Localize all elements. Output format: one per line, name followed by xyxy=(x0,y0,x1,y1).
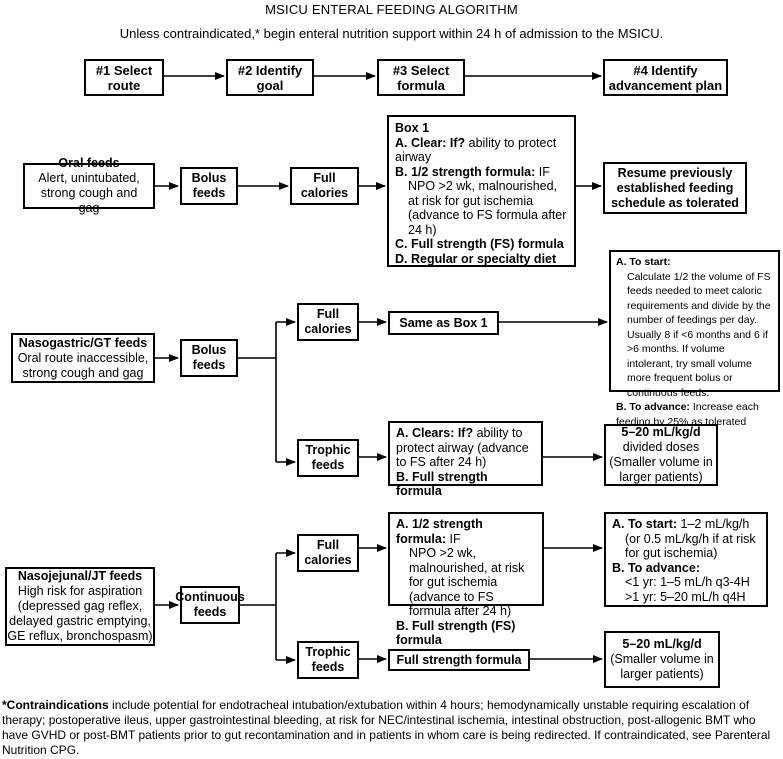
nj-full-a-if: IF xyxy=(449,531,461,546)
nj-advance-a-text1: 1–2 mL/kg/h xyxy=(680,517,750,531)
step-select-route: #1 Select route xyxy=(84,59,164,96)
ng-trophic-a-bold: A. Clears: If? xyxy=(396,426,474,440)
nj-trophic-rate-box: 5–20 mL/kg/d (Smaller volume in larger p… xyxy=(604,631,720,688)
nj-full-a-bold: A. 1/2 strength formula: xyxy=(396,517,483,546)
step-line: #1 Select xyxy=(95,62,153,78)
box1-b-bold: B. 1/2 strength formula: xyxy=(395,164,536,179)
resume-feeding-box: Resume previously established feeding sc… xyxy=(603,162,747,214)
step-line: advancement plan xyxy=(608,77,723,93)
box1-item-a: A. Clear: If? ability to protect airway xyxy=(395,136,568,165)
step-line: goal xyxy=(256,77,284,93)
box1-b-text: NPO >2 wk, malnourished, at risk for gut… xyxy=(408,179,567,237)
ng-trophic-rate-text: divided doses (Smaller volume in larger … xyxy=(609,440,713,484)
ng-advancement-box: A. To start: Calculate 1/2 the volume of … xyxy=(609,250,780,428)
page-subtitle: Unless contraindicated,* begin enteral n… xyxy=(119,26,664,41)
step-line: #4 Identify xyxy=(633,62,698,78)
footnote-bold: *Contraindications xyxy=(2,698,109,712)
ng-advance-a-text: Calculate 1/2 the volume of FS feeds nee… xyxy=(627,270,771,399)
nj-full-calories-box: Full calories xyxy=(297,534,359,572)
page-title: MSICU ENTERAL FEEDING ALGORITHM xyxy=(265,2,518,17)
oral-feeds-box: Oral feeds Alert, unintubated, strong co… xyxy=(23,156,155,215)
nj-feeds-title: Nasojejunal/JT feeds xyxy=(17,569,143,583)
box1-heading: Box 1 xyxy=(395,121,430,135)
nj-advance-a: A. To start: 1–2 mL/kg/h(or 0.5 mL/kg/h … xyxy=(612,517,760,561)
step-line: route xyxy=(107,77,141,93)
oral-feeds-desc: Alert, unintubated, strong cough and gag xyxy=(38,171,140,215)
step-line: #3 Select xyxy=(392,62,450,78)
ng-trophic-label: Trophic feeds xyxy=(305,443,351,472)
footnote: *Contraindications include potential for… xyxy=(2,698,780,758)
step-advancement-plan: #4 Identify advancement plan xyxy=(603,59,728,96)
ng-trophic-b: B. Full strength formula xyxy=(396,469,488,499)
nj-advance-b-bold: B. To advance: xyxy=(612,560,700,575)
oral-full-calories-box: Full calories xyxy=(290,167,359,205)
oral-feeds-title: Oral feeds xyxy=(58,156,120,170)
nj-trophic-rate-text: (Smaller volume in larger patients) xyxy=(610,652,714,681)
nj-trophic-label: Trophic feeds xyxy=(305,645,351,674)
nj-advance-b-line2: >1 yr: 5–20 mL/h q4H xyxy=(625,589,746,604)
ng-advance-a: A. To start: Calculate 1/2 the volume of … xyxy=(616,255,773,400)
resume-feeding-label: Resume previously established feeding sc… xyxy=(611,165,739,210)
nj-full-b: B. Full strength (FS) formula xyxy=(396,618,516,648)
nj-advance-a-text2: (or 0.5 mL/kg/h if at risk for gut ische… xyxy=(625,531,756,561)
step-identify-goal: #2 Identify goal xyxy=(226,59,314,96)
ng-trophic-rate-box: 5–20 mL/kg/d divided doses (Smaller volu… xyxy=(604,424,718,486)
ng-trophic-a-text: ability to protect airway (advance to FS… xyxy=(396,426,529,469)
oral-bolus-box: Bolus feeds xyxy=(180,167,238,205)
nj-feeds-box: Nasojejunal/JT feeds High risk for aspir… xyxy=(5,567,155,646)
step-line: #2 Identify xyxy=(237,62,303,78)
nj-full-a-text: NPO >2 wk, malnourished, at risk for gut… xyxy=(409,546,525,618)
ng-feeds-title: Nasogastric/GT feeds xyxy=(18,335,148,350)
ng-trophic-a: A. Clears: If? ability to protect airway… xyxy=(396,426,535,470)
box1-a-text: ability to protect airway xyxy=(395,135,557,165)
ng-full-calories-box: Full calories xyxy=(297,303,359,341)
ng-same-as-box1: Same as Box 1 xyxy=(388,311,499,335)
box1-item-c: C. Full strength (FS) formula xyxy=(395,237,564,251)
ng-advance-a-bold: A. To start: xyxy=(616,256,671,268)
nj-full-calories-label: Full calories xyxy=(304,538,352,567)
nj-advance-a-bold: A. To start: xyxy=(612,517,678,531)
box1-a-bold: A. Clear: If? xyxy=(395,135,466,150)
nj-trophic-formula-label: Full strength formula xyxy=(396,652,522,667)
ng-feeds-desc: Oral route inaccessible, strong cough an… xyxy=(17,350,149,380)
nj-advancement-box: A. To start: 1–2 mL/kg/h(or 0.5 mL/kg/h … xyxy=(604,512,768,607)
ng-bolus-box: Bolus feeds xyxy=(180,339,238,377)
nj-continuous-label: Continuous feeds xyxy=(175,590,245,619)
box1-b-if: IF xyxy=(538,164,550,179)
ng-feeds-box: Nasogastric/GT feeds Oral route inaccess… xyxy=(11,333,155,383)
ng-trophic-formula-box: A. Clears: If? ability to protect airway… xyxy=(388,421,543,498)
ng-trophic-box: Trophic feeds xyxy=(297,439,359,477)
ng-same-label: Same as Box 1 xyxy=(399,315,488,330)
nj-advance-b-line1: <1 yr: 1–5 mL/h q3-4H xyxy=(625,575,750,589)
nj-trophic-formula-box: Full strength formula xyxy=(388,649,530,671)
ng-advance-b-bold: B. To advance: xyxy=(616,401,690,413)
step-select-formula: #3 Select formula xyxy=(377,59,465,96)
oral-bolus-label: Bolus feeds xyxy=(191,171,227,200)
ng-bolus-label: Bolus feeds xyxy=(191,343,227,372)
nj-trophic-box: Trophic feeds xyxy=(297,641,359,679)
ng-trophic-rate-bold: 5–20 mL/kg/d xyxy=(621,425,701,439)
ng-full-calories-label: Full calories xyxy=(304,307,352,336)
nj-continuous-box: Continuous feeds xyxy=(175,586,245,624)
box1-item-d: D. Regular or specialty diet xyxy=(395,251,557,266)
step-line: formula xyxy=(397,77,445,93)
nj-feeds-desc: High risk for aspiration (depressed gag … xyxy=(7,584,153,643)
oral-full-calories-label: Full calories xyxy=(300,171,349,200)
box1: Box 1 A. Clear: If? ability to protect a… xyxy=(387,115,576,267)
nj-trophic-rate-bold: 5–20 mL/kg/d xyxy=(622,637,702,651)
footnote-text: include potential for endotracheal intub… xyxy=(2,698,771,757)
